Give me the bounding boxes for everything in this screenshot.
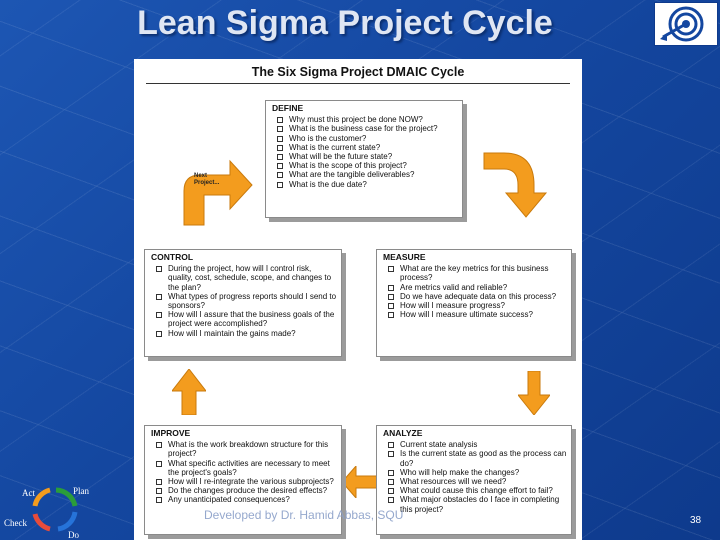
pdca-do-label: Do: [68, 530, 79, 540]
define-box: DEFINE Why must this project be done NOW…: [265, 100, 463, 218]
control-heading: CONTROL: [151, 252, 194, 262]
left-arrow-icon: [342, 466, 378, 498]
control-item: How will I assure that the business goal…: [151, 310, 337, 328]
curved-down-arrow-icon: [483, 152, 548, 218]
define-item: Why must this project be done NOW?: [272, 115, 458, 124]
pdca-ring-icon: [32, 487, 78, 532]
improve-heading: IMPROVE: [151, 428, 191, 438]
define-heading: DEFINE: [272, 103, 304, 113]
define-item: What are the tangible deliverables?: [272, 170, 458, 179]
define-item: What is the scope of this project?: [272, 161, 458, 170]
control-box: CONTROL During the project, how will I c…: [144, 249, 342, 357]
measure-item: What are the key metrics for this busine…: [383, 264, 567, 282]
improve-item: What is the work breakdown structure for…: [151, 440, 337, 458]
measure-item: How will I measure progress?: [383, 301, 567, 310]
down-arrow-icon: [518, 371, 550, 415]
analyze-box: ANALYZE Current state analysis Is the cu…: [376, 425, 572, 535]
analyze-item: What could cause this change effort to f…: [383, 486, 567, 495]
define-item: What is the business case for the projec…: [272, 124, 458, 133]
analyze-heading: ANALYZE: [383, 428, 423, 438]
pdca-plan-label: Plan: [73, 486, 90, 496]
improve-box: IMPROVE What is the work breakdown struc…: [144, 425, 342, 535]
control-item: How will I maintain the gains made?: [151, 329, 337, 338]
analyze-item: Current state analysis: [383, 440, 567, 449]
improve-item: Any unanticipated consequences?: [151, 495, 337, 504]
target-logo-icon: [654, 2, 718, 46]
measure-heading: MEASURE: [383, 252, 426, 262]
measure-item: Do we have adequate data on this process…: [383, 292, 567, 301]
dmaic-diagram: The Six Sigma Project DMAIC Cycle Next P…: [134, 59, 582, 540]
slide-title: Lean Sigma Project Cycle: [137, 4, 553, 42]
measure-item: Are metrics valid and reliable?: [383, 283, 567, 292]
footer-text: Developed by Dr. Hamid Abbas, SQU: [204, 508, 404, 522]
pdca-cycle: Act Plan Check Do: [0, 482, 110, 540]
analyze-item: What major obstacles do I face in comple…: [383, 495, 567, 514]
control-item: During the project, how will I control r…: [151, 264, 337, 292]
pdca-check-label: Check: [4, 518, 27, 528]
analyze-item: Is the current state as good as the proc…: [383, 449, 567, 468]
define-item: What is the current state?: [272, 143, 458, 152]
title-divider: [146, 83, 570, 84]
measure-item: How will I measure ultimate success?: [383, 310, 567, 319]
analyze-item: What resources will we need?: [383, 477, 567, 486]
improve-item: How will I re-integrate the various subp…: [151, 477, 337, 486]
next-project-label: Next Project...: [194, 173, 220, 186]
control-item: What types of progress reports should I …: [151, 292, 337, 310]
page-number: 38: [690, 515, 702, 526]
analyze-item: Who will help make the changes?: [383, 468, 567, 477]
define-item: Who is the customer?: [272, 134, 458, 143]
define-item: What will be the future state?: [272, 152, 458, 161]
measure-box: MEASURE What are the key metrics for thi…: [376, 249, 572, 357]
diagram-title: The Six Sigma Project DMAIC Cycle: [251, 65, 465, 79]
up-arrow-icon: [172, 369, 206, 415]
improve-item: Do the changes produce the desired effec…: [151, 486, 337, 495]
define-item: What is the due date?: [272, 180, 458, 189]
improve-item: What specific activities are necessary t…: [151, 459, 337, 477]
pdca-act-label: Act: [22, 488, 35, 498]
next-project-arrow-icon: [183, 159, 253, 226]
